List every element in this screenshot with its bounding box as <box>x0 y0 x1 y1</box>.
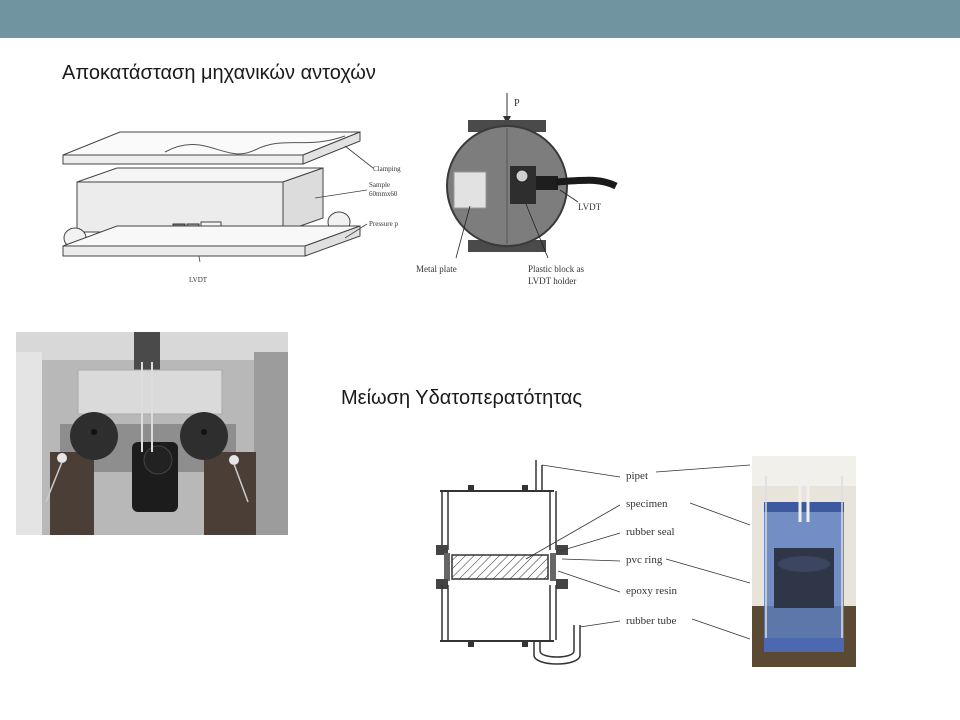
label-epoxy-resin: epoxy resin <box>626 585 678 597</box>
label-lvdt-bending: LVDT <box>189 276 208 284</box>
label-rubber-tube: rubber tube <box>626 615 677 627</box>
cross-section-lvdt-figure: P LVDT Metal plate Plastic block as LVDT… <box>416 93 618 286</box>
permeability-apparatus-photo <box>752 456 856 667</box>
label-pvc-ring: pvc ring <box>626 554 663 566</box>
label-plastic-block-line1: Plastic block as <box>528 264 584 274</box>
label-specimen: specimen <box>626 498 668 510</box>
label-lvdt-section: LVDT <box>578 202 602 212</box>
label-plastic-block-line2: LVDT holder <box>528 276 576 286</box>
header-bar <box>0 0 960 38</box>
label-rubber-seal: rubber seal <box>626 526 675 538</box>
label-sample-size: 60mmx60 <box>369 190 398 198</box>
label-metal-plate: Metal plate <box>416 264 457 274</box>
permeability-apparatus-schematic: pipet specimen rubber seal pvc ring epox… <box>436 460 750 665</box>
title-permeability-reduction: Μείωση Υδατοπερατότητας <box>341 387 583 409</box>
bending-test-photo <box>16 332 288 535</box>
label-sample: Sample <box>369 181 390 189</box>
label-pipet: pipet <box>626 470 648 482</box>
title-mechanical-recovery: Αποκατάσταση μηχανικών αντοχών <box>62 62 376 84</box>
label-clamping: Clamping <box>373 165 401 173</box>
bending-test-schematic: Clamping Sample 60mmx60 Pressure p LVDT <box>62 131 401 284</box>
label-pressure: Pressure p <box>369 220 398 228</box>
label-load-p: P <box>514 98 520 109</box>
